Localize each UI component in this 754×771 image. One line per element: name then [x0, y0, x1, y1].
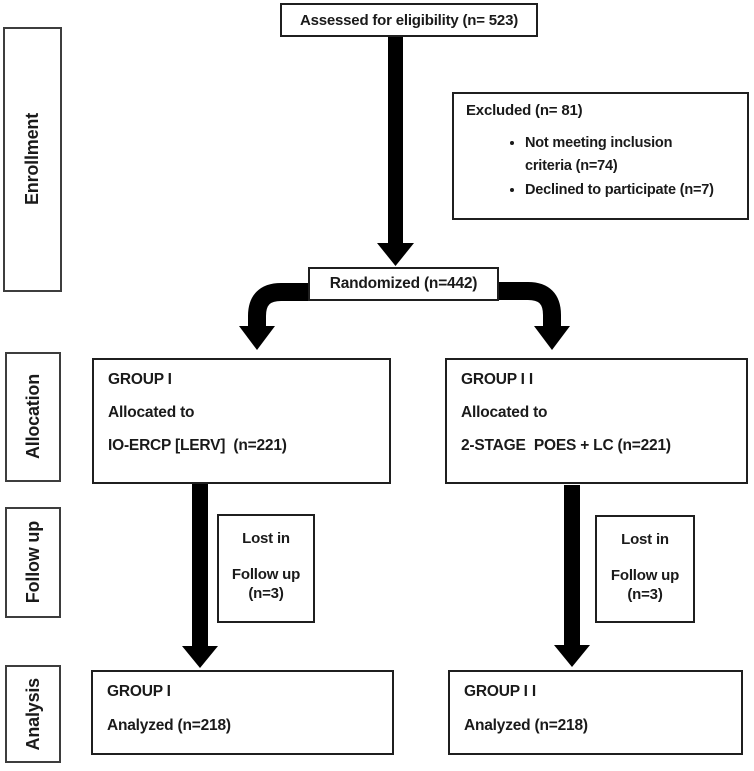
lost-line1: Lost in: [242, 530, 290, 547]
excluded-reason-item: Not meeting inclusion criteria (n=74): [525, 132, 695, 178]
arrow-randomized-to-group1: [239, 283, 310, 350]
group1-lost-followup-box: Lost in Follow up (n=3): [217, 514, 315, 623]
randomized-text: Randomized (n=442): [329, 275, 478, 292]
group2-title: GROUP I I: [464, 683, 536, 700]
assessed-eligibility-box: Assessed for eligibility (n= 523): [280, 3, 538, 37]
group2-analysis-box: GROUP I I Analyzed (n=218): [448, 670, 743, 755]
randomized-box: Randomized (n=442): [308, 267, 499, 301]
group1-analyzed-count: Analyzed (n=218): [107, 717, 231, 734]
group1-allocation-box: GROUP I Allocated to IO-ERCP [LERV] (n=2…: [92, 358, 391, 484]
group1-title: GROUP I: [108, 371, 172, 388]
stage-label-enrollment: Enrollment: [3, 27, 62, 292]
group2-title: GROUP I I: [461, 371, 533, 388]
group1-analysis-box: GROUP I Analyzed (n=218): [91, 670, 394, 755]
lost-line2: Follow up: [231, 566, 301, 583]
group2-intervention: 2-STAGE POES + LC (n=221): [461, 437, 671, 454]
group2-allocated-label: Allocated to: [461, 404, 548, 421]
excluded-reason-item: Declined to participate (n=7): [525, 179, 739, 202]
stage-label-text: Follow up: [22, 521, 43, 604]
group1-intervention: IO-ERCP [LERV] (n=221): [108, 437, 287, 454]
stage-label-follow-up: Follow up: [5, 507, 61, 618]
stage-label-text: Enrollment: [22, 113, 42, 206]
lost-line2: Follow up: [610, 567, 680, 584]
arrow-group2-to-analyzed2: [554, 485, 590, 667]
stage-label-allocation: Allocation: [5, 352, 61, 482]
excluded-title: Excluded (n= 81): [466, 102, 583, 119]
arrow-randomized-to-group2: [497, 282, 570, 350]
lost-count: (n=3): [627, 586, 663, 603]
lost-count: (n=3): [248, 585, 284, 602]
group1-allocated-label: Allocated to: [108, 404, 195, 421]
group2-lost-followup-box: Lost in Follow up (n=3): [595, 515, 695, 623]
group1-title: GROUP I: [107, 683, 171, 700]
group2-allocation-box: GROUP I I Allocated to 2-STAGE POES + LC…: [445, 358, 748, 484]
excluded-box: Excluded (n= 81) Not meeting inclusion c…: [452, 92, 749, 220]
lost-line1: Lost in: [621, 531, 669, 548]
arrow-group1-to-analyzed1: [182, 484, 218, 668]
group2-analyzed-count: Analyzed (n=218): [464, 717, 588, 734]
stage-label-text: Allocation: [22, 374, 43, 460]
arrow-assessed-to-randomized: [377, 37, 414, 266]
excluded-reason-list: Not meeting inclusion criteria (n=74) De…: [466, 132, 739, 203]
assessed-eligibility-text: Assessed for eligibility (n= 523): [299, 11, 519, 29]
stage-label-text: Analysis: [22, 677, 43, 751]
stage-label-analysis: Analysis: [5, 665, 61, 763]
